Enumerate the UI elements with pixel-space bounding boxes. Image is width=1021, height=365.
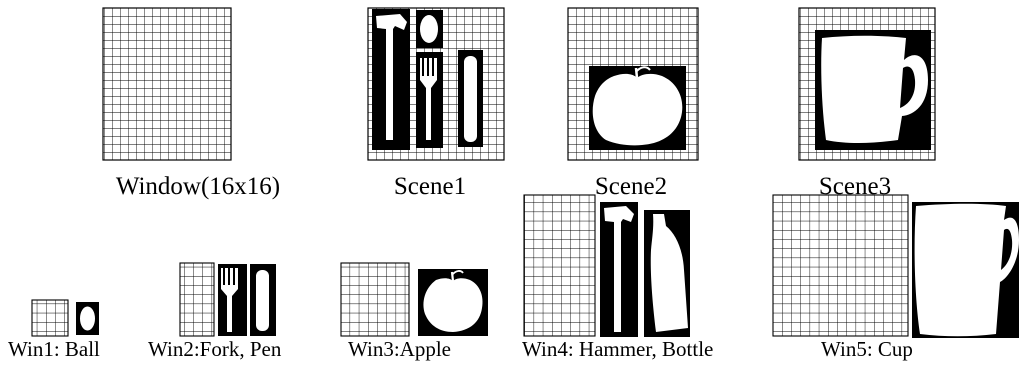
scene2-panel <box>568 8 698 160</box>
ball-icon <box>416 10 443 48</box>
cup-icon <box>815 30 931 150</box>
win2-label: Win2:Fork, Pen <box>148 337 282 361</box>
window-label: Window(16x16) <box>116 173 280 200</box>
win3-panel <box>341 263 488 336</box>
ball-icon <box>76 302 99 335</box>
scene1-panel <box>368 8 504 160</box>
fork-icon <box>218 264 247 336</box>
bottle-icon <box>644 210 690 337</box>
apple-icon <box>589 66 686 150</box>
pen-icon <box>458 50 483 147</box>
scene2-label: Scene2 <box>595 173 667 200</box>
hammer-icon <box>372 9 410 150</box>
hammer-icon <box>600 202 638 337</box>
win5-panel <box>773 195 1019 338</box>
scene1-label: Scene1 <box>394 173 466 200</box>
win4-label: Win4: Hammer, Bottle <box>522 337 713 361</box>
win5-label: Win5: Cup <box>821 337 913 361</box>
pen-icon <box>250 264 276 336</box>
win1-label: Win1: Ball <box>8 337 100 361</box>
win2-panel <box>180 263 276 336</box>
win3-label: Win3:Apple <box>348 337 451 361</box>
window-16x16-grid <box>103 8 231 160</box>
cup-icon <box>912 202 1019 338</box>
win1-panel <box>32 300 99 336</box>
scene3-panel <box>799 8 935 160</box>
apple-icon <box>418 269 488 336</box>
fork-icon <box>416 52 443 148</box>
win4-panel <box>524 195 690 337</box>
